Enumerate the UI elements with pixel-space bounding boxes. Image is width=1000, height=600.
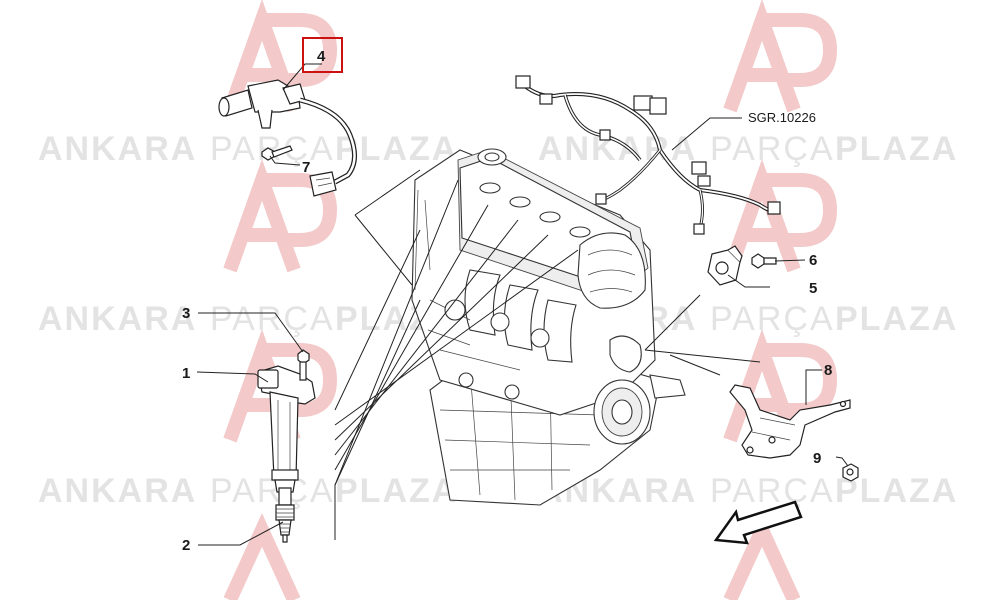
part-2-spark-plug[interactable] (275, 487, 295, 543)
callout-6[interactable]: 6 (809, 252, 817, 269)
callout-2[interactable]: 2 (182, 537, 190, 554)
watermark-row: ANKARA PARÇA PLAZA ANKARA PARÇA PLAZA (38, 130, 958, 168)
callout-labels: 1 2 3 6 5 7 8 9 SGR.10226 (182, 110, 832, 554)
watermark-brand-right: PLAZA (335, 472, 458, 510)
watermark-logo (223, 0, 338, 113)
part-4-sensor[interactable] (218, 79, 357, 197)
callout-7[interactable]: 7 (302, 159, 310, 176)
part-6-bolt[interactable] (751, 253, 777, 269)
part-5-knock-sensor[interactable] (707, 245, 743, 286)
callout-4-highlight[interactable]: 4 (302, 37, 343, 73)
part-1-ignition-coil[interactable] (257, 365, 316, 493)
watermark-brand-left: ANKARA (38, 300, 197, 338)
part-8-bracket[interactable] (729, 384, 851, 459)
watermark-brand-right: PLAZA (835, 130, 958, 168)
watermark-logo (723, 159, 838, 273)
engine-assembly (411, 148, 686, 506)
callout-1[interactable]: 1 (182, 365, 190, 382)
callout-5[interactable]: 5 (809, 280, 817, 297)
callout-leaders (196, 63, 849, 546)
callout-8[interactable]: 8 (824, 362, 832, 379)
callout-4[interactable]: 4 (317, 48, 326, 65)
part-9-nut[interactable] (842, 463, 859, 482)
watermark-brand-middle: PARÇA (210, 472, 335, 510)
watermark-brand-right: PLAZA (835, 300, 958, 338)
callout-3[interactable]: 3 (182, 305, 190, 322)
wiring-harness[interactable] (515, 75, 781, 235)
harness-reference-label[interactable]: SGR.10226 (748, 110, 816, 125)
part-3-bolt[interactable] (297, 349, 310, 381)
watermark-row: ANKARA PARÇA PLAZA ANKARA PARÇA PLAZA (38, 472, 956, 510)
watermark-brand-left: ANKARA (38, 130, 197, 168)
watermark-brand-middle: PARÇA (710, 300, 835, 338)
watermark-brand-middle: PARÇA (210, 130, 335, 168)
watermark-brand-left: ANKARA (38, 472, 197, 510)
watermark-logo (223, 513, 301, 600)
front-direction-arrow-icon (713, 500, 803, 545)
watermark-logo (723, 0, 838, 113)
highlight-frame (302, 37, 343, 73)
watermark-brand-middle: PARÇA (210, 300, 335, 338)
leader-lines (334, 169, 761, 540)
watermark-brand-middle: PARÇA (710, 472, 835, 510)
watermark-brand-middle: PARÇA (710, 130, 835, 168)
part-7-bolt[interactable] (261, 145, 293, 161)
callout-9[interactable]: 9 (813, 450, 821, 467)
